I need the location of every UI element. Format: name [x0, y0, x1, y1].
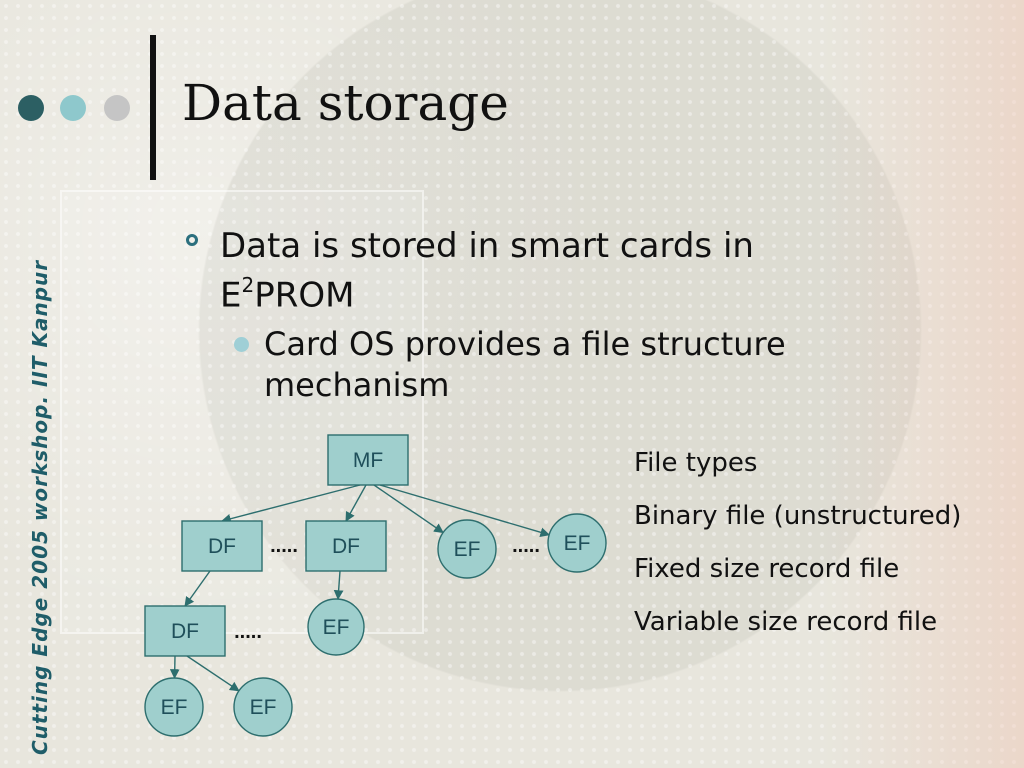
tree-node-ef4 [144, 677, 204, 737]
tree-edge-arrow [186, 655, 240, 692]
title-divider-line [150, 35, 156, 180]
tree-edge-arrow [373, 484, 444, 534]
tree-ellipsis: ..... [234, 621, 262, 643]
tree-edge-arrow [221, 484, 361, 524]
bullet-ring-icon [186, 234, 198, 246]
tree-node-label: EF [161, 696, 188, 719]
tree-node-ef1 [437, 519, 497, 579]
tree-node-label: MF [353, 449, 383, 472]
tree-edge-arrow [379, 484, 551, 538]
tree-ellipsis: ..... [270, 535, 298, 557]
file-type-item: Binary file (unstructured) [634, 501, 962, 531]
bullet-dot-icon [234, 337, 249, 352]
file-types-heading: File types [634, 448, 758, 478]
background-color-wash [824, 0, 1024, 768]
tree-node-mf [327, 434, 409, 486]
slide-title: Data storage [182, 74, 509, 132]
tree-node-label: EF [250, 696, 277, 719]
tree-node-label: EF [454, 538, 481, 561]
tree-node-ef2 [547, 513, 607, 573]
tree-node-label: DF [332, 535, 360, 558]
decor-dot-dark [18, 95, 44, 121]
tree-node-label: DF [208, 535, 236, 558]
file-types-list: File types Binary file (unstructured) Fi… [634, 442, 1014, 654]
tree-ellipsis: ..... [512, 535, 540, 557]
file-type-item: Variable size record file [634, 607, 938, 637]
tree-node-df2 [305, 520, 387, 572]
tree-edge-arrow [345, 484, 367, 522]
tree-edge-arrow [333, 570, 344, 601]
tree-node-df1 [181, 520, 263, 572]
decor-dot-light [104, 95, 130, 121]
sub-bullet-text: Card OS provides a file structure mechan… [264, 325, 786, 404]
tree-edge-arrow [184, 570, 211, 607]
tree-node-ef3 [307, 598, 365, 656]
tree-node-label: EF [564, 532, 591, 555]
file-type-item: Fixed size record file [634, 554, 900, 584]
decor-dot-mid [60, 95, 86, 121]
tree-node-ef5 [233, 677, 293, 737]
tree-node-label: DF [171, 620, 199, 643]
tree-node-label: EF [323, 616, 350, 639]
tree-node-df3 [144, 605, 226, 657]
bullet-text: Data is stored in smart cards in E2PROM [220, 226, 754, 316]
